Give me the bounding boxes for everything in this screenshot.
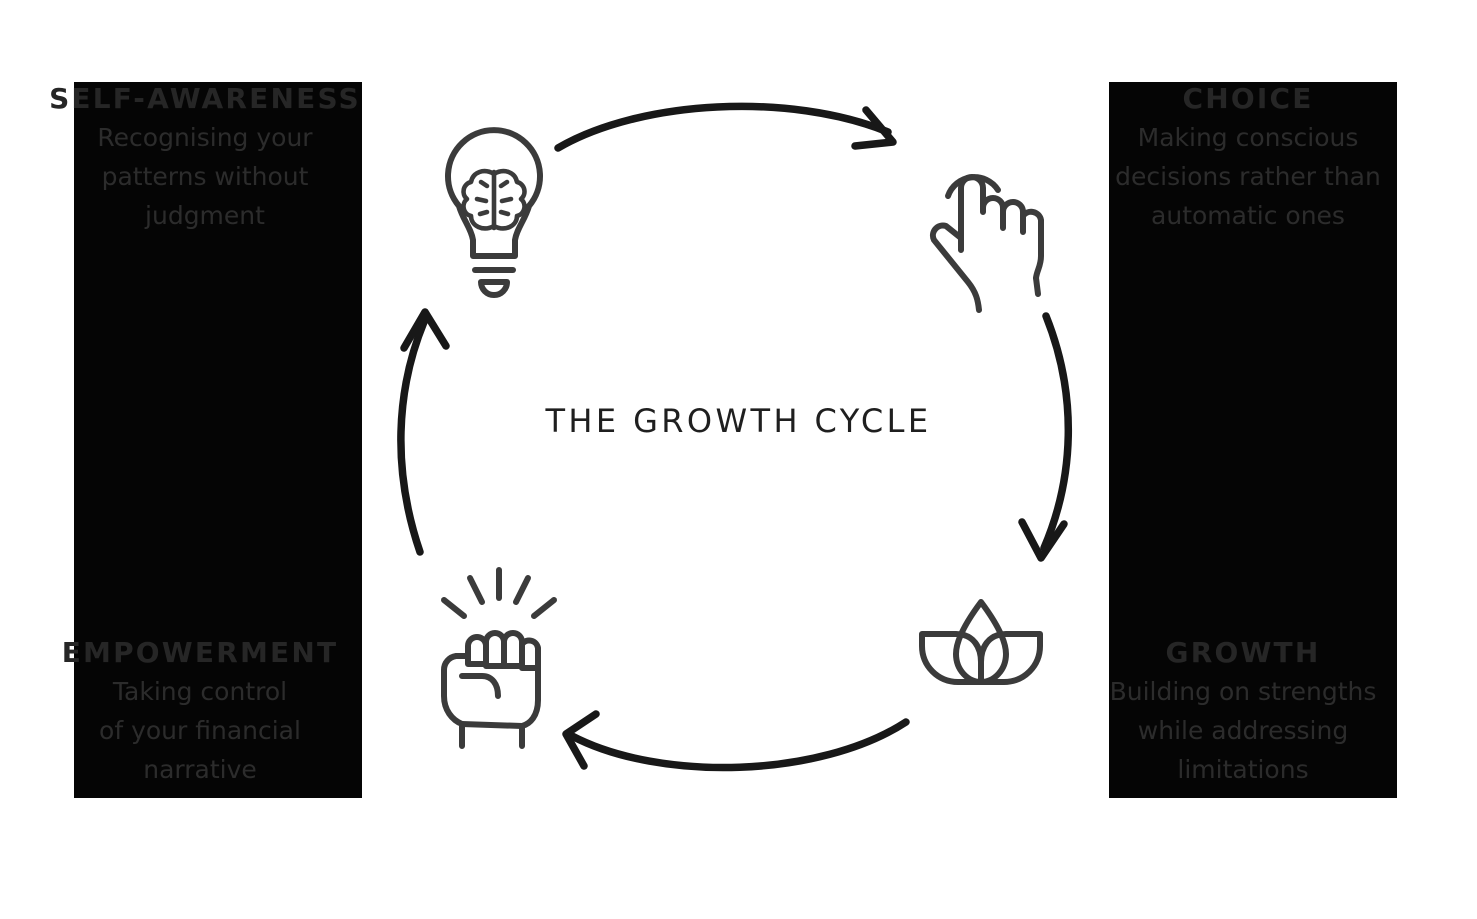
stage-desc-line-1: Recognising your: [97, 123, 313, 153]
hand-tap-icon: [929, 174, 1044, 313]
raised-fist-icon: [440, 567, 557, 749]
stage-desc-line-2: of your financial: [99, 716, 301, 746]
stage-title-self-awareness: SELF-AWARENESS: [49, 82, 361, 115]
stage-desc-line-1: Making conscious: [1137, 123, 1359, 153]
stage-desc-line-2: while addressing: [1137, 716, 1349, 746]
stage-desc-line-3: automatic ones: [1151, 200, 1345, 230]
stage-growth[interactable]: GROWTH Building on strengths while addre…: [1078, 638, 1408, 790]
arrow-bottom-icon: [562, 710, 910, 772]
arrow-left-icon: [397, 308, 450, 556]
stage-self-awareness[interactable]: SELF-AWARENESS Recognising your patterns…: [40, 84, 370, 236]
stage-desc-line-3: limitations: [1177, 754, 1309, 784]
stage-desc-line-2: patterns without: [101, 162, 309, 192]
stage-desc-line-3: judgment: [145, 200, 265, 230]
right-panel-block: [1109, 82, 1397, 798]
left-panel-block: [74, 82, 362, 798]
stage-desc-line-1: Taking control: [112, 677, 288, 707]
stage-title-growth: GROWTH: [1165, 636, 1321, 669]
stage-choice[interactable]: CHOICE Making conscious decisions rather…: [1083, 84, 1413, 236]
stage-desc-line-2: decisions rather than: [1115, 162, 1381, 192]
stage-title-empowerment: EMPOWERMENT: [61, 636, 339, 669]
stage-desc-line-3: narrative: [143, 754, 257, 784]
stage-empowerment[interactable]: EMPOWERMENT Taking control of your finan…: [35, 638, 365, 790]
lotus-flower-icon: [919, 599, 1043, 685]
arrow-top-icon: [554, 102, 897, 152]
arrow-right-icon: [1018, 312, 1072, 562]
stage-title-choice: CHOICE: [1182, 82, 1314, 115]
diagram-center-title: THE GROWTH CYCLE: [545, 402, 932, 440]
stage-desc-line-1: Building on strengths: [1109, 677, 1377, 707]
lightbulb-brain-icon: [445, 127, 543, 298]
